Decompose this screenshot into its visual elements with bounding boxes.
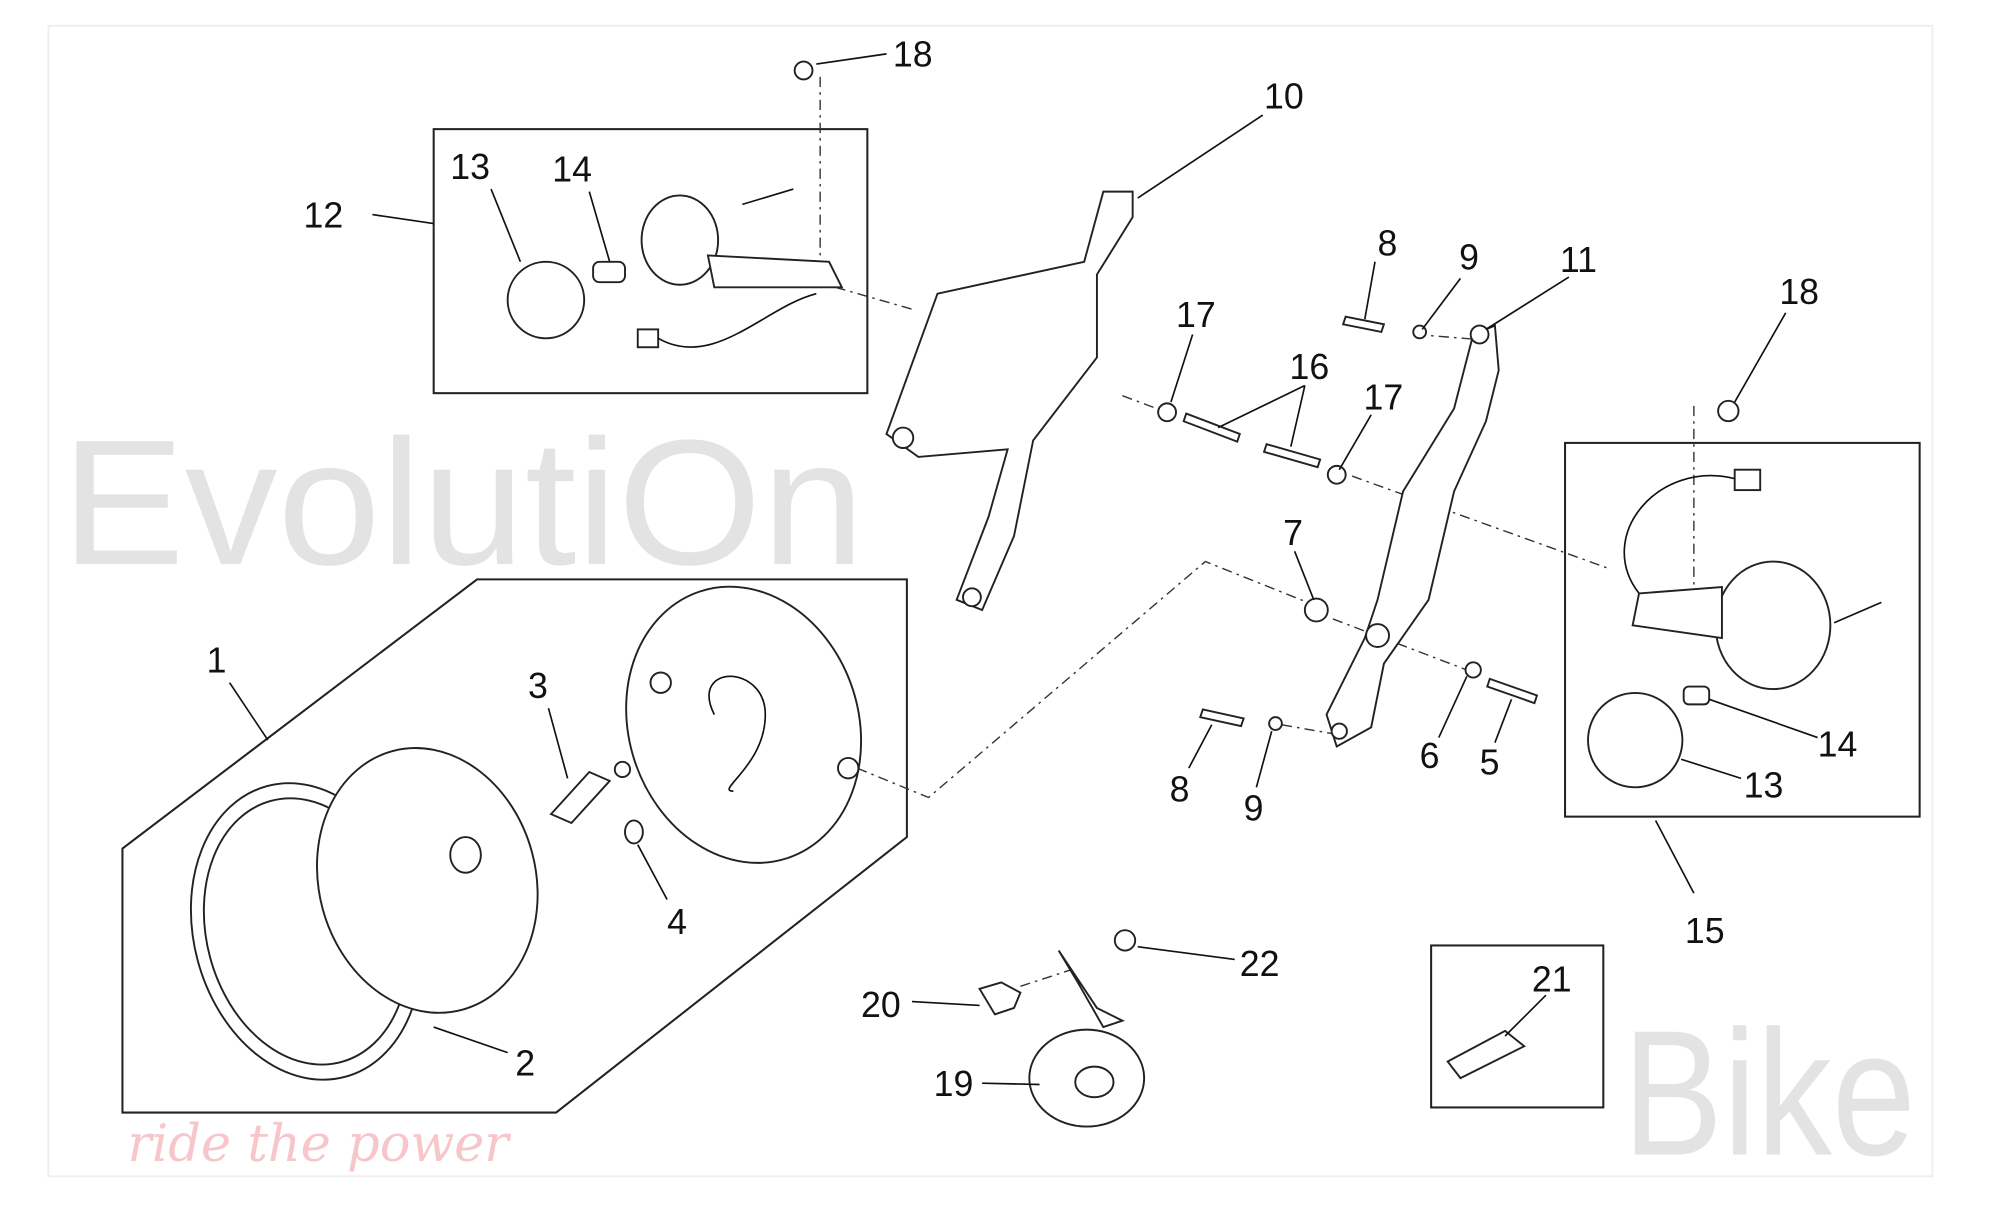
turn-signal-front-left [506,60,844,349]
diagram-frame [47,24,1934,1178]
callout-2: 2 [515,1044,535,1084]
horn [978,929,1146,1128]
callout-6: 6 [1420,736,1440,776]
callout-13: 13 [450,147,490,187]
callout-13: 13 [1744,766,1784,806]
callout-20: 20 [861,985,901,1025]
bracket-right [1325,324,1500,748]
callout-7: 7 [1283,513,1303,553]
headlight-bulb [549,760,632,825]
callout-9: 9 [1244,788,1264,828]
group-box-12 [432,128,869,395]
callout-8: 8 [1170,769,1190,809]
callout-12: 12 [304,195,344,235]
callout-15: 15 [1685,911,1725,951]
callout-17: 17 [1176,295,1216,335]
callout-5: 5 [1480,743,1500,783]
parking-bulb [624,819,644,845]
leader-lines [228,53,1818,1086]
clip [1446,1029,1526,1080]
turn-signal-rear-right [1587,468,1882,789]
group-box-21 [1430,944,1605,1109]
callout-19: 19 [934,1064,974,1104]
assembly-lines [819,76,1695,987]
callout-4: 4 [667,902,687,942]
callout-14: 14 [552,149,592,189]
callout-21: 21 [1532,959,1572,999]
callout-9: 9 [1459,237,1479,277]
callout-17: 17 [1364,378,1404,418]
headlight-housing [625,585,863,864]
headlight-reflector [316,747,539,1014]
bracket-left [885,190,1134,612]
group-box-1 [121,578,908,1114]
callout-22: 22 [1240,944,1280,984]
callout-18: 18 [1779,272,1819,312]
group-box-15 [1564,441,1921,818]
callout-10: 10 [1264,77,1304,117]
watermark: EvolutiOn Bike ride the power [61,402,1916,1193]
watermark-line1: EvolutiOn [61,402,865,602]
watermark-tagline: ride the power [128,1115,512,1174]
callout-8: 8 [1378,223,1398,263]
callout-labels: 18 10 12 13 14 8 9 11 17 16 17 18 7 1 3 … [207,35,1858,1104]
callout-11: 11 [1560,240,1597,280]
callout-14: 14 [1818,725,1858,765]
callout-1: 1 [207,640,227,680]
watermark-line2: Bike [1622,993,1915,1193]
callout-3: 3 [528,666,548,706]
callout-16: 16 [1290,347,1330,387]
fasteners [1157,315,1740,731]
callout-18: 18 [893,35,933,75]
